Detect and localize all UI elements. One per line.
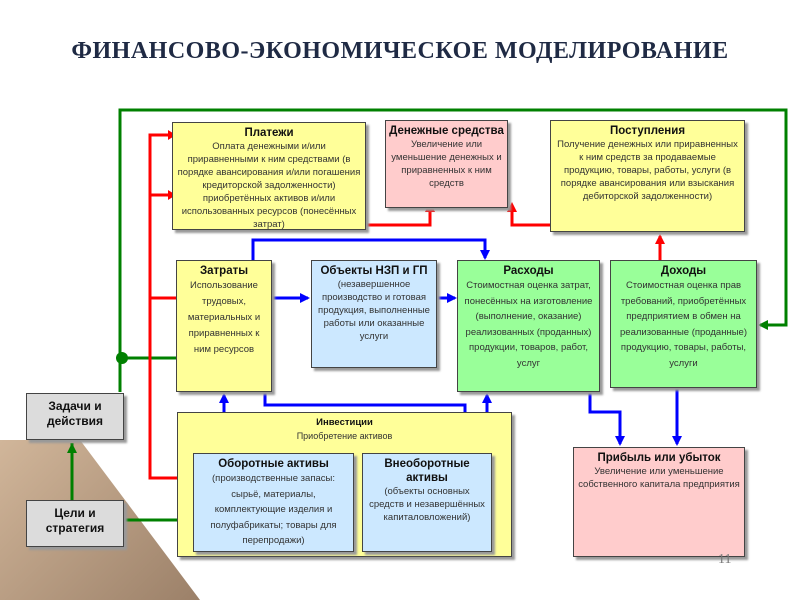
box-text: Использование трудовых, материальных и п… [187, 280, 261, 355]
blue-exp-profit-line [588, 392, 622, 444]
red-left-line [148, 133, 193, 480]
box-text: Приобретение активов [296, 431, 393, 441]
red-rec-cash-line [510, 210, 550, 227]
arrow-icon [615, 436, 625, 446]
arrow-icon [655, 234, 665, 244]
box-title: Платежи [244, 127, 294, 139]
box-title: Внеоборотные активы [384, 458, 470, 484]
box-title: Инвестиции [316, 417, 373, 428]
tasks-box: Задачи и действия [26, 393, 124, 440]
box-title: Доходы [660, 265, 707, 277]
junction-node [116, 352, 128, 364]
box-text: Стоимостная оценка затрат, понесённых на… [464, 280, 593, 369]
page-number: 11 [718, 552, 732, 567]
box-text: (производственные запасы: сырьё, материа… [210, 473, 337, 546]
box-title: Прибыль или убыток [597, 452, 721, 464]
box-title: Объекты НЗП и ГП [320, 265, 428, 277]
arrow-icon [672, 436, 682, 446]
box-title: Денежные средства [389, 125, 504, 137]
box-text: Увеличение или уменьшение собственного к… [578, 466, 740, 490]
box-text: Получение денежных или приравненных к ни… [557, 139, 738, 202]
box-title: Оборотные активы [218, 458, 329, 470]
box-title: Затраты [199, 265, 249, 277]
arrow-icon [219, 393, 229, 403]
wip-box: Объекты НЗП и ГП (незавершенное производс… [311, 260, 437, 368]
box-title: Расходы [503, 265, 554, 277]
box-text: Увеличение или уменьшение денежных и при… [391, 139, 502, 189]
box-text: Оплата денежными и/или приравненными к н… [177, 141, 361, 230]
arrow-icon [758, 320, 768, 330]
box-title: Поступления [609, 125, 686, 137]
page-title: ФИНАНСОВО-ЭКОНОМИЧЕСКОЕ МОДЕЛИРОВАНИЕ [71, 38, 729, 64]
current-assets-box: Оборотные активы (производственные запасы… [193, 453, 354, 552]
green-frame-line [118, 108, 788, 392]
blue-top-line [251, 238, 487, 260]
arrow-icon [67, 443, 77, 453]
arrow-icon [507, 202, 517, 212]
arrow-icon [300, 293, 310, 303]
noncurrent-assets-box: Внеоборотные активы(объекты основных сре… [362, 453, 492, 552]
goals-box: Цели и стратегия [26, 500, 124, 547]
box-text: Стоимостная оценка прав требований, прио… [620, 280, 747, 369]
box-text: (незавершенное производство и готовая пр… [318, 279, 430, 342]
arrow-icon [480, 250, 490, 260]
arrow-icon [447, 293, 457, 303]
red-pay-cash-line [366, 210, 432, 227]
box-text: (объекты основных средств и незавершённы… [369, 486, 485, 523]
arrow-icon [482, 393, 492, 403]
